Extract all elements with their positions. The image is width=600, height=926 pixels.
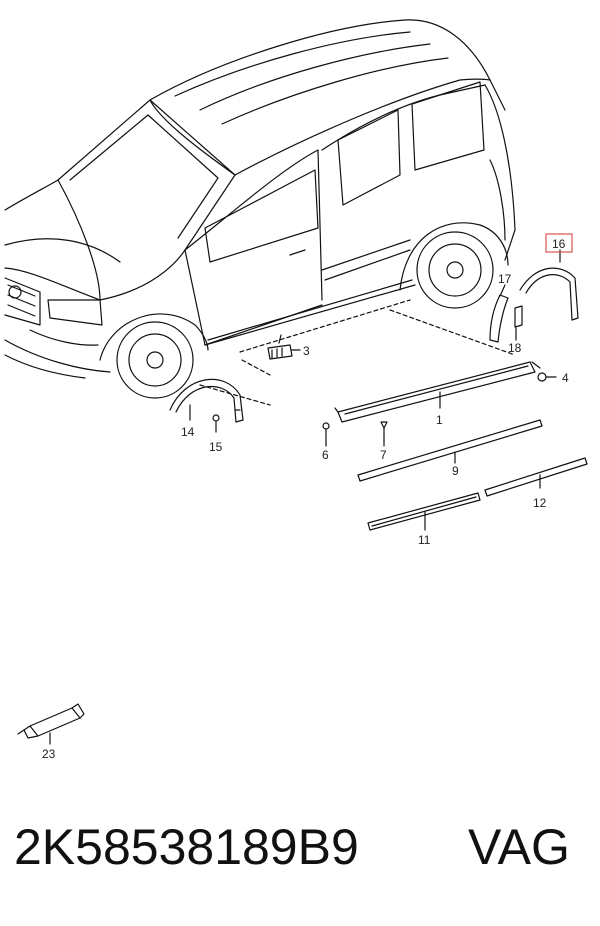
part-17-trim — [489, 284, 509, 343]
part-7-screw — [380, 421, 388, 447]
callout-3: 3 — [303, 344, 310, 358]
callout-4: 4 — [562, 371, 569, 385]
part-15-screw — [212, 414, 220, 433]
part-12-strip — [484, 457, 588, 497]
part-9-strip — [357, 419, 543, 482]
callout-15: 15 — [209, 440, 223, 454]
part-14-front-arch-trim — [169, 378, 244, 423]
callout-7: 7 — [380, 448, 387, 462]
callout-6: 6 — [322, 448, 329, 462]
part-4-clip — [537, 372, 557, 382]
part-23-tube — [17, 703, 85, 745]
callout-16: 16 — [552, 237, 566, 251]
part-16-rear-arch-trim — [519, 249, 579, 321]
callout-11: 11 — [418, 533, 431, 547]
callout-12: 12 — [533, 496, 547, 510]
part-1-sill-moulding — [334, 361, 541, 423]
part-18-plate — [514, 305, 523, 341]
part-3-clip — [267, 334, 301, 360]
callout-23: 23 — [42, 747, 56, 761]
callout-16-highlight — [545, 233, 573, 253]
brand-name: VAG — [468, 819, 570, 875]
van-body — [4, 19, 516, 406]
part-6-screw — [322, 422, 330, 447]
part-11-strip — [367, 492, 481, 531]
callout-9: 9 — [452, 464, 459, 478]
callout-1: 1 — [436, 413, 443, 427]
callout-14: 14 — [181, 425, 195, 439]
part-number: 2K58538189B9 — [14, 819, 359, 875]
callout-17: 17 — [498, 272, 512, 286]
callout-18: 18 — [508, 341, 522, 355]
